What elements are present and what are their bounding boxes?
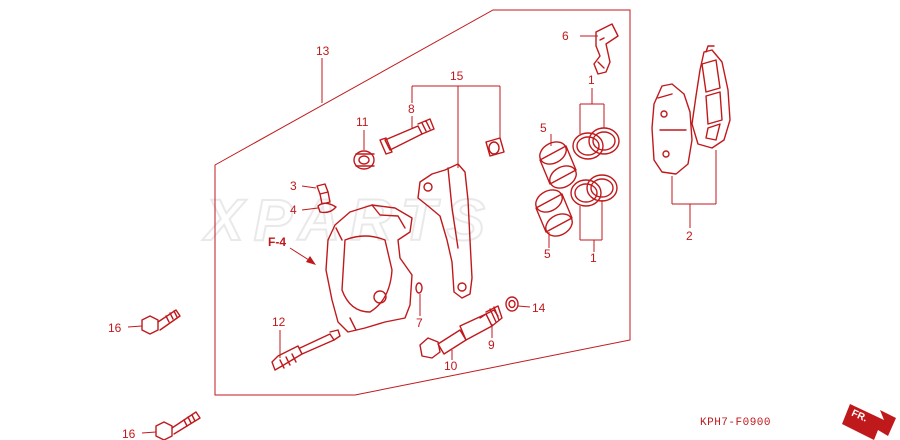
- callout-4: 4: [290, 203, 297, 217]
- diagram-code: KPH7-F0900: [700, 417, 771, 429]
- callout-9: 9: [488, 338, 495, 352]
- front-direction-arrow: FR.: [842, 404, 896, 440]
- callout-15: 15: [450, 69, 464, 83]
- callout-labels: 13 15 8 11 6 1 5 5 1 2 3 4 7 12 10 9 14 …: [108, 29, 693, 440]
- callout-12: 12: [272, 315, 286, 329]
- callout-10: 10: [444, 359, 458, 373]
- callout-3: 3: [290, 179, 297, 193]
- caliper-bracket[interactable]: [417, 163, 473, 299]
- callout-16-lower: 16: [122, 427, 136, 440]
- callout-2: 2: [686, 229, 693, 243]
- piston-seals-lower[interactable]: [570, 174, 618, 207]
- bleeder-valve[interactable]: [316, 183, 337, 214]
- callout-5-lower: 5: [544, 247, 551, 261]
- callout-8: 8: [408, 102, 415, 116]
- piston-lower[interactable]: [532, 186, 576, 241]
- caliper-body[interactable]: [325, 204, 413, 333]
- watermark: XPARTS: [202, 188, 495, 253]
- callout-11: 11: [356, 115, 369, 129]
- brake-pad-inner[interactable]: [651, 83, 693, 175]
- dust-boot[interactable]: [353, 150, 375, 170]
- callout-7: 7: [416, 316, 423, 330]
- callout-16-upper: 16: [108, 321, 122, 335]
- callout-5-upper: 5: [540, 121, 547, 135]
- section-ref-label: F-4: [268, 235, 286, 249]
- washer[interactable]: [505, 296, 519, 312]
- callout-1-upper: 1: [588, 73, 595, 87]
- callout-14: 13: [316, 44, 330, 58]
- pin-bolt-upper[interactable]: [379, 118, 435, 155]
- callout-6: 6: [562, 29, 569, 43]
- callout-1-lower: 1: [590, 251, 597, 265]
- section-reference[interactable]: F-4: [268, 235, 316, 265]
- pin-sleeve[interactable]: [485, 137, 505, 157]
- mounting-bolt-upper[interactable]: [141, 309, 181, 335]
- caliper-pin-long[interactable]: [271, 329, 341, 371]
- brake-pad-outer[interactable]: [691, 45, 731, 149]
- piston-upper[interactable]: [536, 138, 580, 193]
- mounting-bolt-lower[interactable]: [155, 411, 201, 440]
- leader-lines: [127, 35, 717, 434]
- piston-seals-upper[interactable]: [572, 127, 620, 160]
- pad-pin-plug[interactable]: [415, 282, 423, 294]
- pad-spring[interactable]: [593, 23, 619, 75]
- assembly-outline: [214, 9, 631, 396]
- callout-13: 14: [532, 301, 546, 315]
